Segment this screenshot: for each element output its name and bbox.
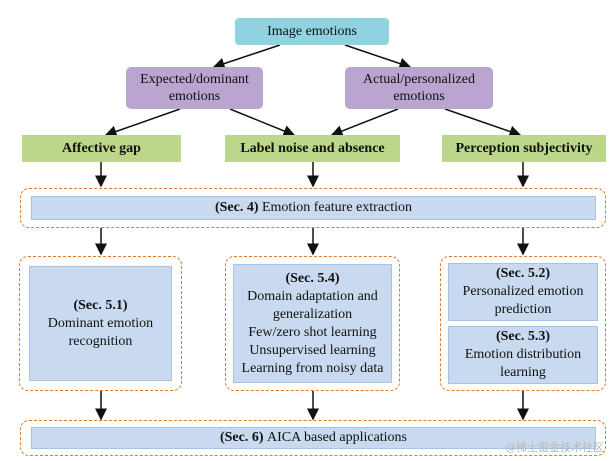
block-feature-extraction: (Sec. 4) Emotion feature extraction: [31, 196, 596, 220]
dashed-frame-feature-extraction: [20, 188, 606, 228]
arrow-actual-to-noise: [330, 108, 399, 137]
arrow-expected-to-noise: [229, 108, 296, 137]
arrow-root-to-actual: [344, 44, 412, 70]
challenge-label-noise: Label noise and absence: [225, 135, 400, 162]
watermark: @稀土掘金技术社区: [505, 441, 604, 454]
dashed-frame-sec54: [225, 256, 400, 391]
challenge-perception-subjectivity: Perception subjectivity: [442, 135, 606, 162]
arrow-actual-to-subjectivity: [444, 108, 522, 138]
arrow-expected-to-gap: [104, 108, 181, 138]
block-aica-applications: (Sec. 6) AICA based applications: [31, 427, 596, 449]
node-expected-dominant-emotions: Expected/dominant emotions: [126, 67, 263, 109]
arrow-root-to-expected: [212, 44, 281, 70]
root-image-emotions: Image emotions: [235, 18, 389, 45]
block-sec54-label-noise-methods: (Sec. 5.4) Domain adaptation and general…: [233, 264, 392, 383]
challenge-affective-gap: Affective gap: [22, 135, 181, 162]
dashed-frame-applications: [20, 420, 606, 456]
block-sec51-dominant-emotion-recognition: (Sec. 5.1) Dominant emotion recognition: [29, 266, 172, 381]
dashed-frame-sec51: [19, 256, 182, 391]
block-sec52-personalized-emotion-prediction: (Sec. 5.2) Personalized emotion predicti…: [448, 263, 598, 321]
block-sec53-emotion-distribution-learning: (Sec. 5.3) Emotion distribution learning: [448, 326, 598, 384]
node-actual-personalized-emotions: Actual/personalized emotions: [345, 67, 493, 109]
dashed-frame-sec52-sec53: [440, 256, 606, 391]
